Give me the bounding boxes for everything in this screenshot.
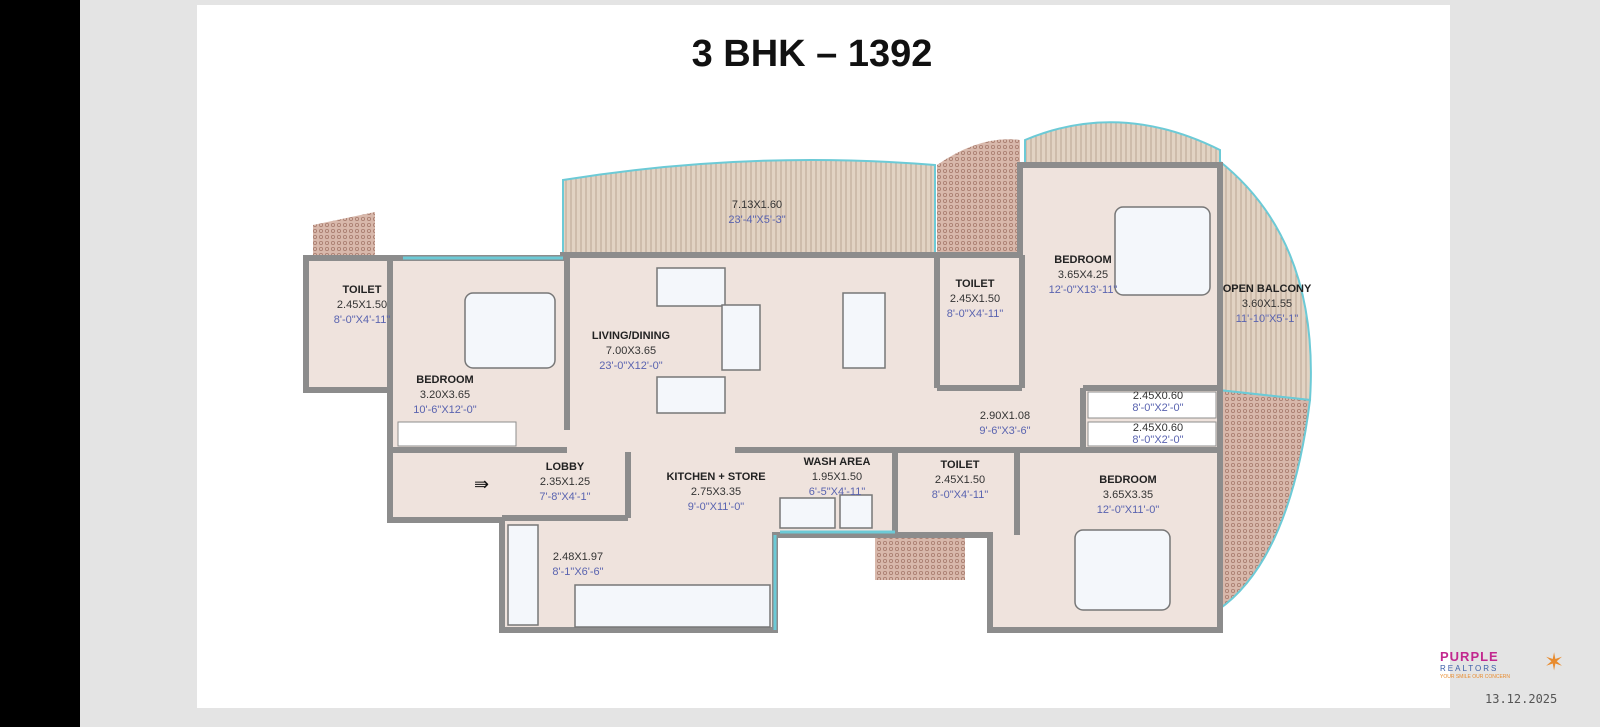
wardrobe-2: [1087, 421, 1217, 447]
wardrobe-1: [1087, 391, 1217, 419]
bed-bottom: [1074, 529, 1171, 611]
sofa-top: [656, 267, 726, 307]
sofa-bottom: [656, 376, 726, 414]
entrance-arrow-icon: ⇛: [474, 474, 489, 494]
planter-hatch-bottom: [875, 535, 965, 580]
planter-hatch-top: [937, 139, 1020, 255]
page-title: 3 BHK – 1392: [691, 33, 933, 75]
purple-realtors-logo: PURPLE REALTORS YOUR SMILE OUR CONCERN ✶: [1440, 649, 1564, 682]
front-balcony: [562, 159, 936, 259]
wash-sink: [779, 497, 836, 529]
kitchen-counter: [574, 584, 771, 628]
wardrobe-left: [397, 421, 517, 447]
washing-machine: [839, 494, 873, 529]
left-black-bar: [0, 0, 80, 727]
balcony-upper-arc: [1024, 121, 1221, 166]
planter-hatch-right: [1217, 388, 1312, 612]
planter-hatch-left: [313, 212, 375, 255]
logo-star-icon: ✶: [1544, 649, 1565, 676]
kitchen-counter-left: [507, 524, 539, 626]
logo-line1: PURPLE: [1440, 649, 1499, 664]
logo-line2: REALTORS: [1440, 664, 1499, 673]
open-balcony: [1217, 157, 1312, 402]
sofa-side: [721, 304, 761, 371]
floor-area: [303, 162, 1223, 633]
logo-tagline: YOUR SMILE OUR CONCERN: [1440, 674, 1511, 680]
date-stamp: 13.12.2025: [1485, 692, 1558, 706]
bed-left: [464, 292, 556, 369]
dining-table: [842, 292, 886, 369]
bed-master: [1114, 206, 1211, 296]
